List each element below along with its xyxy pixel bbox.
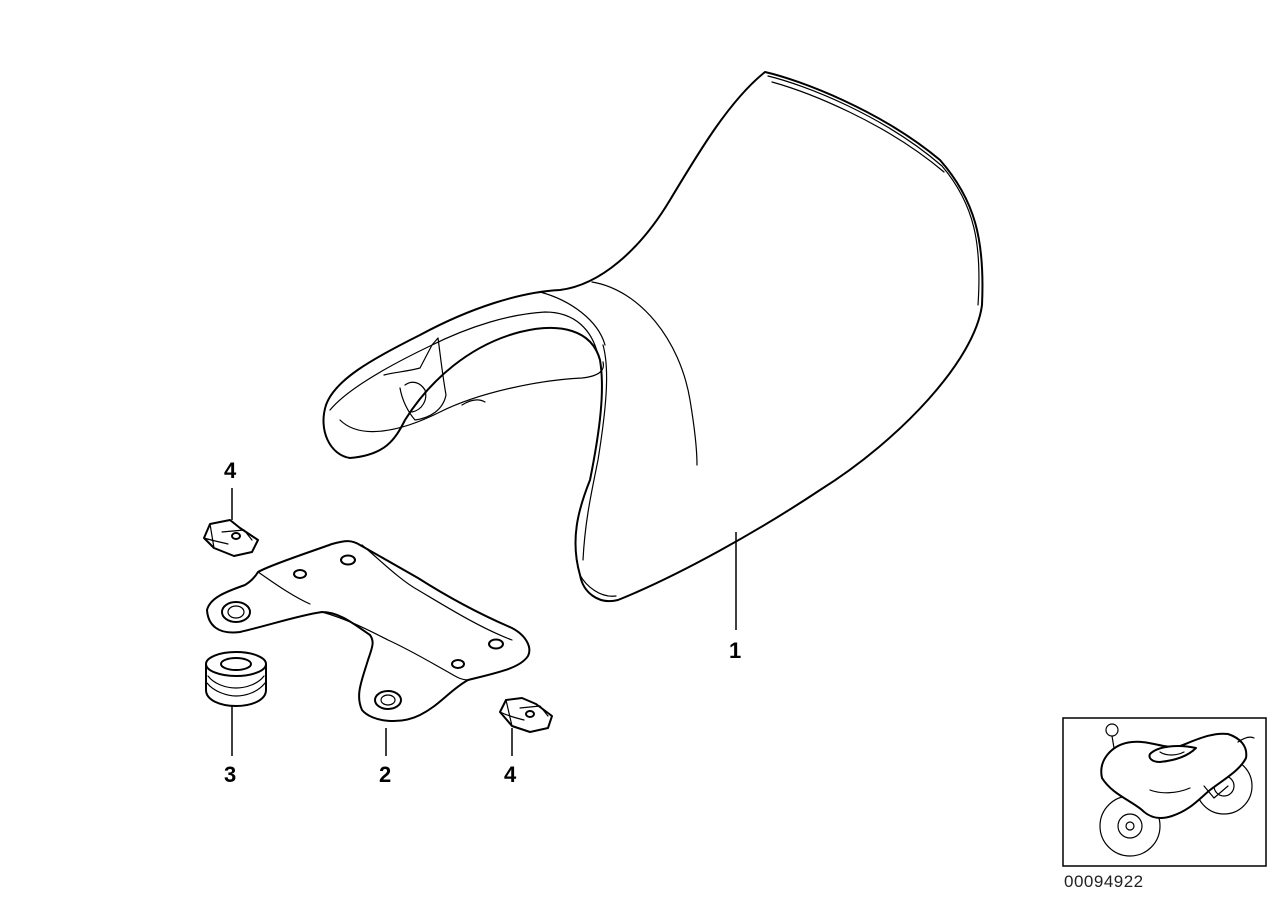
callout-clip-lower: 4 [504, 762, 517, 787]
callout-grommet: 3 [224, 762, 236, 787]
callout-bracket: 2 [379, 762, 391, 787]
motorcycle-thumbnail [1062, 717, 1267, 867]
callout-seat: 1 [729, 638, 741, 663]
clip-lower-part[interactable] [499, 697, 553, 733]
bracket-part[interactable] [206, 540, 531, 722]
callout-clip-upper: 4 [224, 458, 237, 483]
image-id-label: 00094922 [1064, 872, 1144, 891]
grommet-part[interactable] [205, 651, 267, 707]
seat-part[interactable] [322, 71, 984, 603]
clip-upper-part[interactable] [203, 519, 259, 557]
